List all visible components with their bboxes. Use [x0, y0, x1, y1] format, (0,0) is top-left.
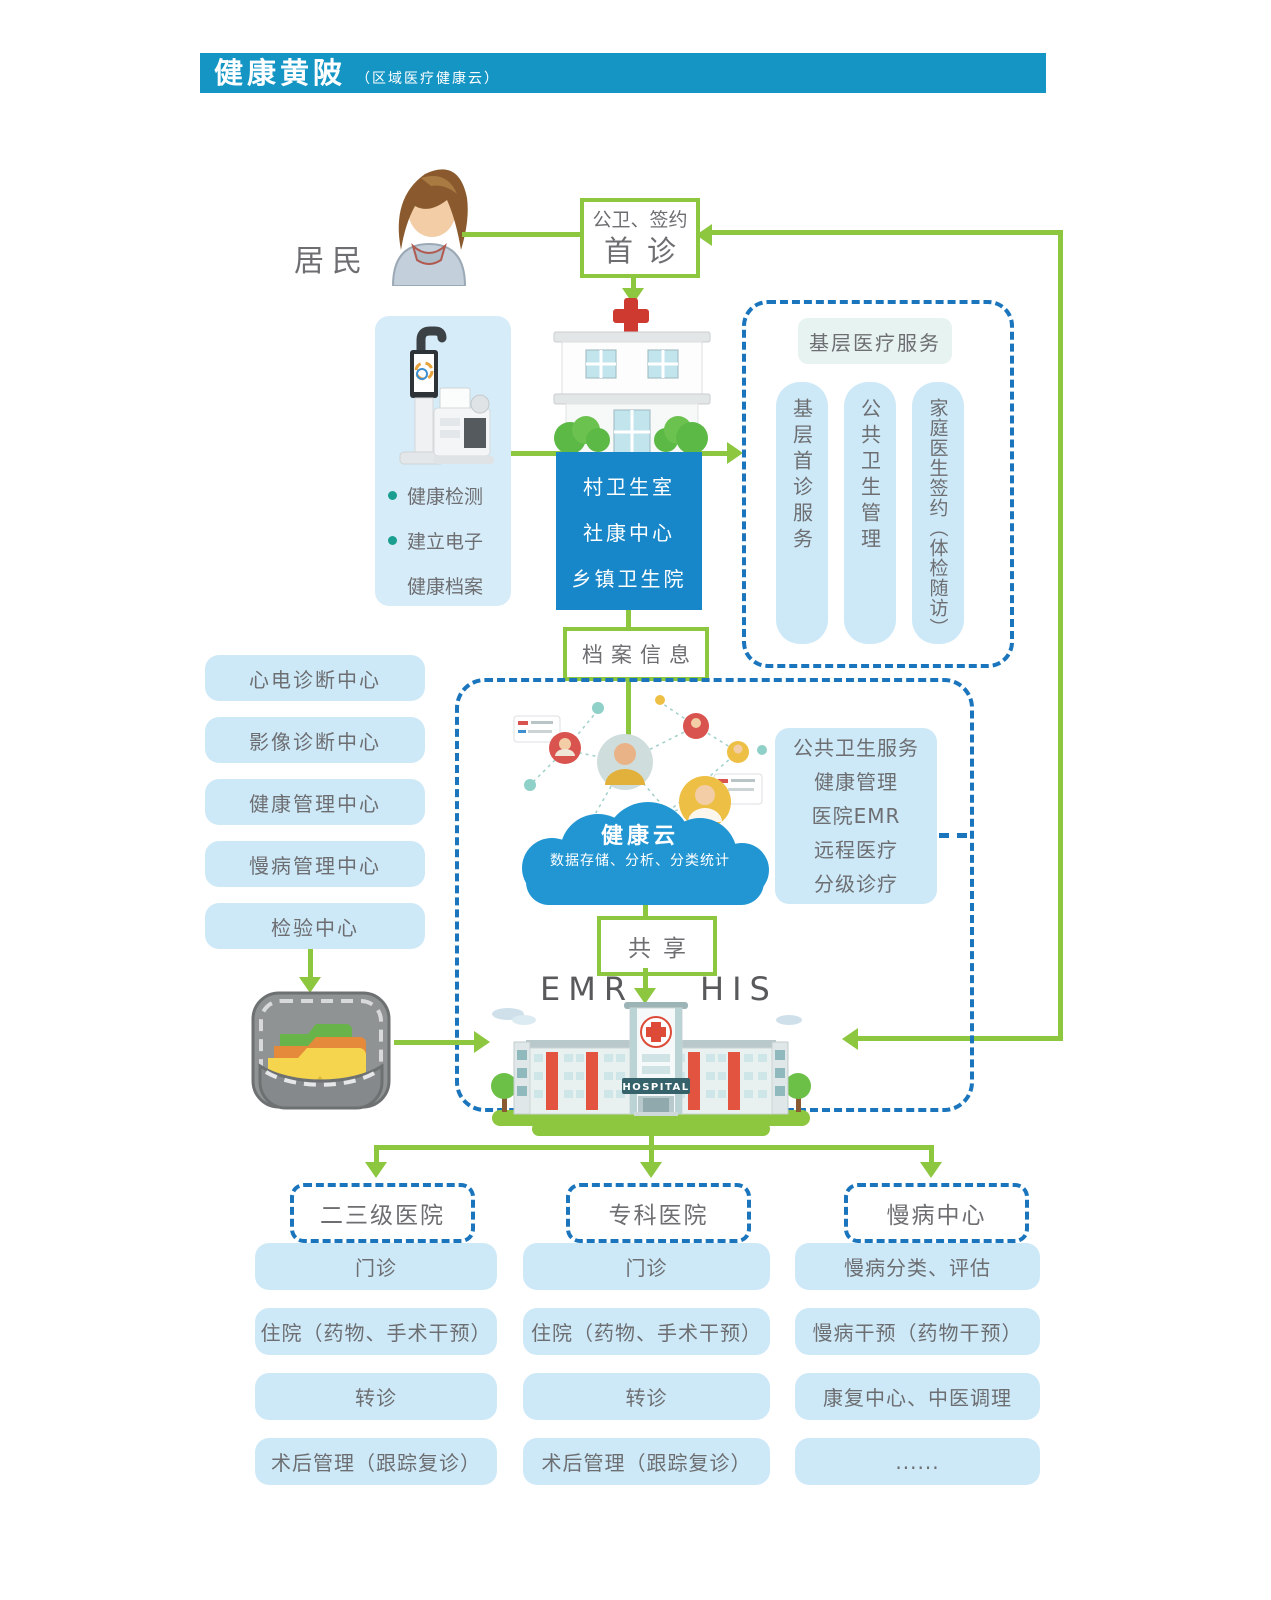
arrow-folder-to-hospital-head	[474, 1031, 490, 1053]
arrow-into-primary-care-head	[727, 442, 743, 464]
pathway-t1-referral: 转诊	[255, 1373, 497, 1420]
his-label: HIS	[700, 970, 778, 1008]
kiosk-feature-2-cont-label: 健康档案	[407, 576, 484, 598]
line-resident-to-first-visit	[462, 232, 580, 237]
feedback-vertical-line	[1058, 230, 1063, 1041]
line-clinic-to-archive	[626, 610, 631, 627]
primary-care-col-first-visit: 基层首诊服务	[776, 382, 828, 644]
kiosk-feature-2-label: 建立电子	[407, 531, 484, 553]
cloud-caption: 数据存储、分析、分类统计	[550, 853, 730, 869]
center-lab: 检验中心	[205, 903, 425, 949]
primary-care-col-family-doctor: 家庭医生签约（体检随访）	[912, 382, 964, 644]
center-ecg: 心电诊断中心	[205, 655, 425, 701]
primary-care-services-box	[742, 300, 1014, 668]
arrow-feedback-to-hospital-head	[842, 1028, 858, 1050]
bullet-icon	[388, 536, 397, 545]
hospital-sign: HOSPITAL	[622, 1082, 689, 1093]
emr-label: EMR	[540, 970, 635, 1008]
dashed-connector-public-services	[939, 833, 967, 838]
header-bar: 健康黄陂 （区域医疗健康云）	[200, 53, 1046, 93]
cloud-icon	[522, 802, 769, 905]
clinic-level-1: 村卫生室	[583, 474, 675, 499]
public-services-box: 公共卫生服务 健康管理 医院EMR 远程医疗 分级诊疗	[775, 728, 937, 904]
pathway-t3-intervention: 慢病干预（药物干预）	[795, 1308, 1040, 1355]
branch-drop-1-line	[374, 1150, 379, 1164]
pathway-t1-outpatient: 门诊	[255, 1243, 497, 1290]
pathway-t3-rehab: 康复中心、中医调理	[795, 1373, 1040, 1420]
branch-horizontal-line	[374, 1145, 934, 1150]
page-subtitle: （区域医疗健康云）	[356, 71, 501, 87]
arrow-centers-to-folder-line	[308, 949, 313, 979]
public-service-3: 医院EMR	[811, 804, 901, 828]
kiosk-feature-2-cont: 健康档案	[388, 572, 508, 599]
center-chronic-mgmt: 慢病管理中心	[205, 841, 425, 887]
arrow-share-to-hospital-line	[643, 968, 648, 990]
pathway-t2-outpatient: 门诊	[523, 1243, 770, 1290]
pathway-t2-postop: 术后管理（跟踪复诊）	[523, 1438, 770, 1485]
public-service-2: 健康管理	[814, 770, 898, 794]
clinic-building-icon	[553, 298, 711, 455]
tier-secondary-tertiary-hospital: 二三级医院	[290, 1183, 475, 1243]
branch-stub-line	[649, 1136, 654, 1147]
pathway-t1-postop: 术后管理（跟踪复诊）	[255, 1438, 497, 1485]
kiosk-feature-2: 建立电子	[388, 527, 508, 554]
pathway-t3-more: ......	[795, 1438, 1040, 1485]
branch-drop-1-head	[365, 1162, 387, 1178]
feedback-top-line	[710, 230, 1063, 235]
resident-label: 居民	[294, 244, 370, 279]
public-service-4: 远程医疗	[814, 838, 898, 862]
clinic-level-2: 社康中心	[583, 520, 675, 545]
pathway-t1-inpatient: 住院（药物、手术干预）	[255, 1308, 497, 1355]
public-service-5: 分级诊疗	[814, 872, 898, 896]
cloud-name: 健康云	[600, 824, 679, 849]
share-label: 共享	[628, 936, 698, 962]
arrow-archive-to-cloud-line	[626, 677, 631, 755]
tier-specialty-hospital: 专科医院	[566, 1183, 751, 1243]
pathway-t3-classification: 慢病分类、评估	[795, 1243, 1040, 1290]
health-kiosk-icon	[399, 326, 494, 465]
arrow-share-to-hospital-head	[634, 988, 656, 1004]
feedback-bottom-line	[858, 1036, 1062, 1041]
bullet-icon	[388, 491, 397, 500]
public-service-1: 公共卫生服务	[793, 736, 919, 760]
first-visit-tags: 公卫、签约	[592, 208, 688, 231]
health-cloud-network-illustration	[513, 695, 769, 905]
first-visit-title: 首诊	[603, 233, 690, 268]
archive-info-label: 档案信息	[582, 643, 698, 667]
branch-drop-3-line	[929, 1150, 934, 1164]
kiosk-feature-list: 健康检测 建立电子 健康档案	[388, 482, 508, 617]
pathway-t2-inpatient: 住院（药物、手术干预）	[523, 1308, 770, 1355]
line-cloud-to-share	[643, 900, 648, 916]
arrow-centers-to-folder-head	[299, 977, 321, 993]
records-folder-icon	[251, 991, 391, 1110]
branch-drop-3-head	[920, 1162, 942, 1178]
branch-drop-2-head	[640, 1162, 662, 1178]
pathway-t2-referral: 转诊	[523, 1373, 770, 1420]
primary-care-col-public-health: 公共卫生管理	[844, 382, 896, 644]
arrow-first-visit-to-clinic-line	[631, 274, 636, 290]
clinic-levels-box: 村卫生室 社康中心 乡镇卫生院	[556, 452, 702, 610]
arrow-feedback-to-first-visit-head	[696, 224, 712, 246]
kiosk-feature-1: 健康检测	[388, 482, 508, 509]
branch-drop-2-line	[649, 1150, 654, 1164]
tier-chronic-disease-center: 慢病中心	[844, 1183, 1029, 1243]
clinic-level-3: 乡镇卫生院	[571, 566, 687, 591]
resident-avatar-icon	[391, 169, 468, 286]
share-box: 共享	[597, 916, 717, 976]
page-title: 健康黄陂	[214, 56, 347, 90]
hospital-illustration: HOSPITAL	[491, 1002, 811, 1136]
kiosk-feature-1-label: 健康检测	[407, 486, 484, 508]
archive-info-box: 档案信息	[563, 627, 709, 681]
primary-care-title: 基层医疗服务	[798, 318, 952, 364]
center-imaging: 影像诊断中心	[205, 717, 425, 763]
center-health-mgmt: 健康管理中心	[205, 779, 425, 825]
arrow-folder-to-hospital-line	[394, 1040, 476, 1045]
first-visit-box: 公卫、签约 首诊	[580, 198, 700, 278]
